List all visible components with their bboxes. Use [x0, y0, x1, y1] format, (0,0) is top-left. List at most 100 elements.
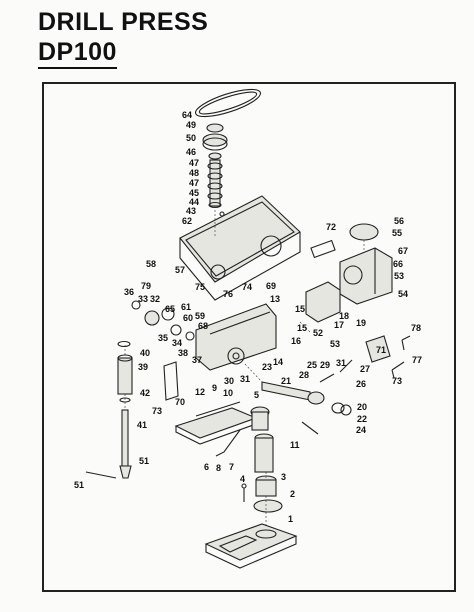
part-number-label: 39	[138, 362, 148, 372]
part-number-label: 58	[146, 259, 156, 269]
part-number-label: 77	[412, 355, 422, 365]
hex-wrench	[401, 335, 411, 351]
part-number-label: 45	[189, 188, 199, 198]
part-number-label: 54	[398, 289, 408, 299]
part-number-label: 23	[262, 362, 272, 372]
chuck-key	[85, 471, 117, 479]
part-number-label: 52	[313, 328, 323, 338]
part-number-label: 67	[398, 246, 408, 256]
part-number-label: 53	[394, 271, 404, 281]
part-number-label: 49	[186, 120, 196, 130]
part-number-label: 30	[224, 376, 234, 386]
part-number-label: 34	[172, 338, 182, 348]
part-number-label: 44	[189, 197, 199, 207]
part-number-label: 57	[175, 265, 185, 275]
part-number-label: 36	[124, 287, 134, 297]
part-number-label: 12	[195, 387, 205, 397]
feed-shaft	[261, 381, 352, 416]
part-number-label: 13	[270, 294, 280, 304]
part-number-label: 38	[178, 348, 188, 358]
hex-wrench	[391, 361, 405, 379]
part-number-label: 60	[183, 313, 193, 323]
part-number-label: 14	[273, 357, 283, 367]
feed-handle	[339, 359, 353, 373]
part-number-label: 35	[158, 333, 168, 343]
part-number-label: 73	[152, 406, 162, 416]
part-number-label: 72	[326, 222, 336, 232]
column-base-flange	[253, 499, 283, 513]
part-number-label: 42	[140, 388, 150, 398]
part-number-label: 51	[74, 480, 84, 490]
part-number-label: 22	[357, 414, 367, 424]
work-table	[174, 401, 258, 445]
head-casting	[195, 303, 277, 371]
part-number-label: 64	[182, 110, 192, 120]
part-number-label: 27	[360, 364, 370, 374]
part-number-label: 71	[376, 345, 386, 355]
part-number-label: 70	[175, 397, 185, 407]
diagram-frame	[42, 82, 456, 592]
label-plate	[310, 239, 336, 259]
part-number-label: 20	[357, 402, 367, 412]
spindle-pulley-stack	[202, 123, 228, 217]
part-number-label: 21	[281, 376, 291, 386]
part-number-label: 25	[307, 360, 317, 370]
rack	[301, 421, 319, 435]
part-number-label: 11	[290, 440, 300, 450]
part-number-label: 48	[189, 168, 199, 178]
part-number-label: 28	[299, 370, 309, 380]
part-number-label: 2	[290, 489, 295, 499]
quill-spindle	[117, 340, 133, 479]
part-number-label: 56	[394, 216, 404, 226]
bolt-head	[241, 483, 247, 489]
part-number-label: 26	[356, 379, 366, 389]
part-number-label: 5	[254, 390, 259, 400]
part-number-label: 61	[181, 302, 191, 312]
part-number-label: 1	[288, 514, 293, 524]
part-number-label: 62	[182, 216, 192, 226]
part-number-label: 53	[330, 339, 340, 349]
part-number-label: 7	[229, 462, 234, 472]
part-number-label: 19	[356, 318, 366, 328]
base	[204, 523, 298, 569]
table-arm	[215, 406, 270, 457]
support-plate	[163, 361, 179, 401]
part-number-label: 31	[336, 358, 346, 368]
part-number-label: 66	[393, 259, 403, 269]
part-number-label: 78	[411, 323, 421, 333]
quill-spring-assembly	[131, 300, 195, 341]
feed-handle	[319, 373, 335, 383]
part-number-label: 10	[223, 388, 233, 398]
part-number-label: 47	[189, 178, 199, 188]
part-number-label: 68	[198, 321, 208, 331]
part-number-label: 16	[291, 336, 301, 346]
part-number-label: 55	[392, 228, 402, 238]
part-number-label: 8	[216, 463, 221, 473]
part-number-label: 37	[192, 355, 202, 365]
motor	[339, 223, 393, 305]
part-number-label: 73	[392, 376, 402, 386]
part-number-label: 69	[266, 281, 276, 291]
part-number-label: 17	[334, 320, 344, 330]
belt	[194, 88, 262, 118]
part-number-label: 24	[356, 425, 366, 435]
part-number-label: 75	[195, 282, 205, 292]
motor-bracket	[305, 281, 341, 323]
part-number-label: 79	[141, 281, 151, 291]
part-number-label: 76	[223, 289, 233, 299]
part-number-label: 59	[195, 311, 205, 321]
part-number-label: 33	[138, 294, 148, 304]
part-number-label: 6	[204, 462, 209, 472]
part-number-label: 31	[240, 374, 250, 384]
part-number-label: 47	[189, 158, 199, 168]
part-number-label: 41	[137, 420, 147, 430]
part-number-label: 40	[140, 348, 150, 358]
part-number-label: 51	[139, 456, 149, 466]
part-number-label: 32	[150, 294, 160, 304]
part-number-label: 3	[281, 472, 286, 482]
part-number-label: 29	[320, 360, 330, 370]
part-number-label: 15	[295, 304, 305, 314]
column	[254, 433, 277, 497]
part-number-label: 46	[186, 147, 196, 157]
